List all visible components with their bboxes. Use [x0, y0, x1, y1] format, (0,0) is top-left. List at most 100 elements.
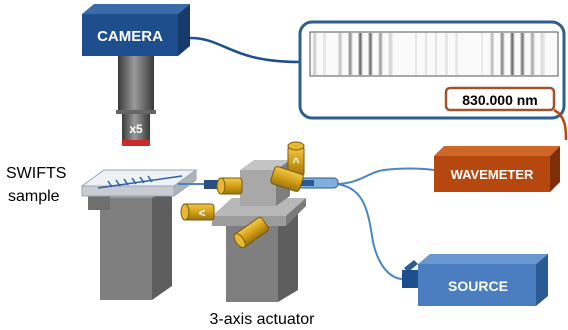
swifts-sample	[80, 169, 198, 197]
fringe-line	[522, 33, 523, 75]
fringe-line	[514, 33, 515, 75]
fringe-line	[392, 33, 393, 75]
fringe-line	[325, 33, 326, 75]
fringe-line	[378, 33, 379, 75]
fringe-line	[425, 33, 426, 75]
micrometer-bottom	[233, 216, 270, 249]
fringe-line	[361, 33, 362, 75]
fringe-line	[544, 33, 545, 75]
magnification-label: x5	[129, 122, 143, 136]
fringe-line	[510, 33, 511, 75]
micrometer-x	[216, 177, 243, 195]
fringe-line	[368, 33, 369, 75]
micrometer-y	[270, 166, 304, 192]
micrometer-z: ^	[287, 141, 305, 177]
camera-box	[82, 14, 178, 56]
fringe-line	[531, 33, 532, 75]
fringe-line	[447, 33, 448, 75]
fringe-line	[359, 33, 360, 75]
fringe-line	[533, 33, 534, 75]
micrometer-left: <	[180, 203, 215, 221]
camera-display: 830.000 nm	[298, 20, 566, 120]
fringe-line	[382, 33, 383, 75]
sample-waveguide	[97, 175, 183, 189]
fringe-line	[513, 33, 514, 75]
fringe-line	[415, 33, 416, 75]
fringe-line	[348, 33, 349, 75]
source-port	[402, 270, 418, 288]
fringe-line	[502, 33, 503, 75]
wavemeter-cable	[553, 108, 568, 141]
fringe-line	[446, 33, 447, 75]
fringe-line	[350, 33, 351, 75]
fringe-line	[362, 33, 363, 75]
fringe-line	[445, 33, 446, 75]
fringe-line	[534, 33, 535, 75]
fiber-to-wavemeter	[334, 167, 435, 185]
fringe-line	[360, 33, 361, 75]
fringe-line	[381, 33, 382, 75]
fringe-line	[504, 33, 505, 75]
fringe-line	[313, 33, 314, 75]
camera-label: CAMERA	[97, 28, 163, 45]
fringe-line	[455, 33, 456, 75]
wavemeter: WAVEMETER	[434, 146, 560, 192]
wavelength-readout: 830.000 nm	[462, 92, 538, 108]
fringe-line	[380, 33, 381, 75]
fringe-line	[338, 33, 339, 75]
wavemeter-box	[434, 156, 550, 192]
objective-ring	[122, 140, 150, 146]
fringe-line	[416, 33, 417, 75]
sample-pedestal	[88, 184, 172, 300]
fringe-line	[457, 33, 458, 75]
camera-cable	[189, 36, 301, 64]
wavemeter-label: WAVEMETER	[451, 167, 534, 182]
micrometer-left-label: <	[198, 206, 205, 220]
fringe-line	[500, 33, 501, 75]
fringe-line	[541, 33, 542, 75]
fringe-line	[456, 33, 457, 75]
fringe-line	[542, 33, 543, 75]
micrometer-z-label: ^	[292, 155, 299, 169]
fringe-line	[501, 33, 502, 75]
fringe-line	[324, 33, 325, 75]
fringe-line	[369, 33, 370, 75]
fringe-line	[491, 33, 492, 75]
fringe-line	[521, 33, 522, 75]
fringe-line	[358, 33, 359, 75]
fringe-line	[524, 33, 525, 75]
fringe-line	[314, 33, 315, 75]
wavelength-readout-box	[444, 86, 556, 112]
fringe-line	[511, 33, 512, 75]
fringe-line	[389, 33, 390, 75]
fringe-line	[436, 33, 437, 75]
fiber-to-source	[334, 183, 403, 280]
source-label: SOURCE	[448, 278, 508, 294]
fringe-line	[323, 33, 324, 75]
fringe-line	[388, 33, 389, 75]
fringe-line	[540, 33, 541, 75]
source: SOURCE	[402, 254, 548, 306]
swifts-label: SWIFTS	[6, 165, 66, 182]
source-box	[418, 264, 536, 306]
fringe-line	[379, 33, 380, 75]
fringe-line	[503, 33, 504, 75]
fringe-line	[490, 33, 491, 75]
fringe-line	[512, 33, 513, 75]
fringe-line	[435, 33, 436, 75]
fringe-line	[351, 33, 352, 75]
fringe-line	[390, 33, 391, 75]
fringe-line	[372, 33, 373, 75]
fringe-line	[530, 33, 531, 75]
fringe-line	[352, 33, 353, 75]
fringe-line	[316, 33, 317, 75]
fringe-line	[349, 33, 350, 75]
camera: CAMERA	[82, 4, 190, 56]
fringe-line	[371, 33, 372, 75]
sample-label: sample	[8, 188, 60, 205]
fringe-line	[341, 33, 342, 75]
actuator-stage	[212, 160, 306, 226]
fringe-line	[523, 33, 524, 75]
fringe-line	[520, 33, 521, 75]
